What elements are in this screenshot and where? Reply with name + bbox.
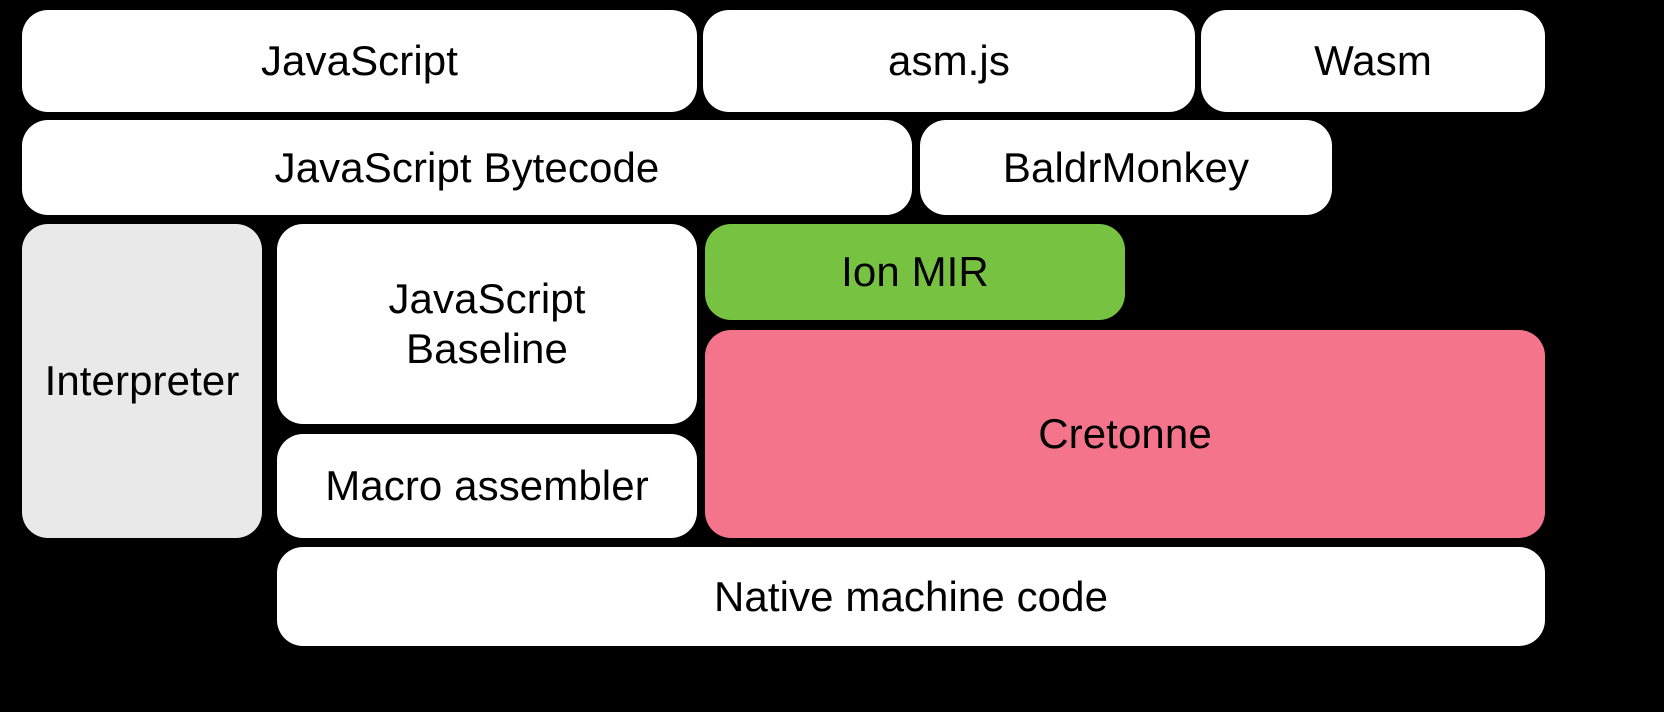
node-javascript-bytecode: JavaScript Bytecode	[22, 120, 912, 215]
node-javascript-baseline: JavaScript Baseline	[277, 224, 697, 424]
node-javascript: JavaScript	[22, 10, 697, 112]
node-macro-assembler: Macro assembler	[277, 434, 697, 538]
node-native-machine-code: Native machine code	[277, 547, 1545, 646]
node-ion-mir: Ion MIR	[705, 224, 1125, 320]
node-cretonne: Cretonne	[705, 330, 1545, 538]
node-interpreter: Interpreter	[22, 224, 262, 538]
node-wasm: Wasm	[1201, 10, 1545, 112]
node-baldrmonkey: BaldrMonkey	[920, 120, 1332, 215]
node-asmjs: asm.js	[703, 10, 1195, 112]
